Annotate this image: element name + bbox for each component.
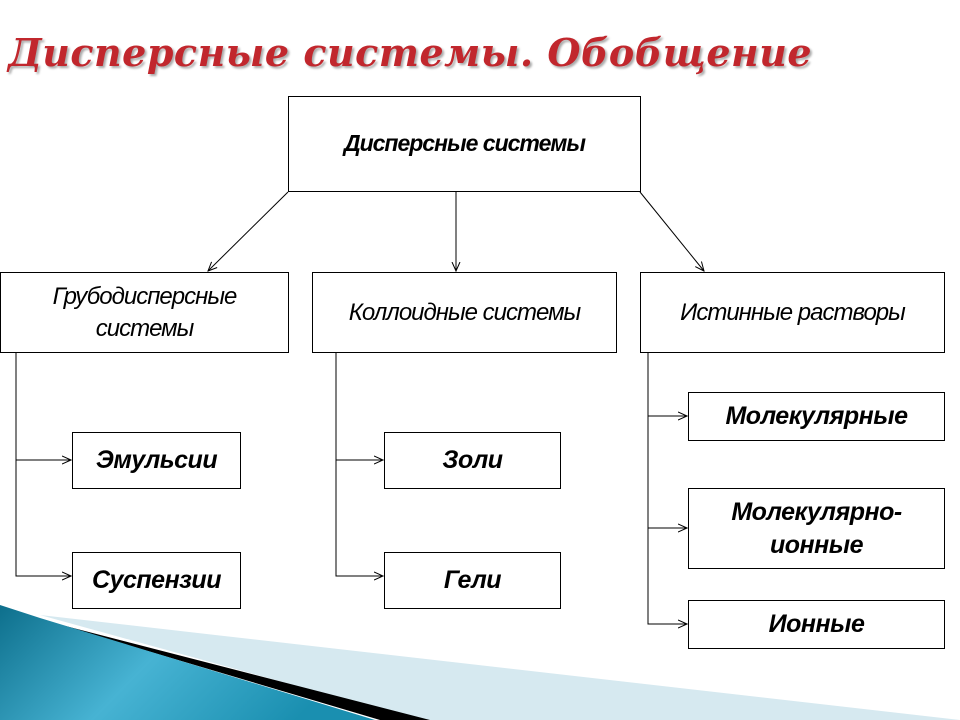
decor-light-band (40, 615, 960, 720)
leaf-emulsions: Эмульсии (72, 432, 241, 489)
category-colloid: Коллоидные системы (312, 272, 617, 353)
leaf-molecular-ionic: Молекулярно-ионные (688, 488, 945, 569)
decor-teal-wedge (0, 605, 375, 720)
leaf-gels: Гели (384, 552, 561, 609)
category-coarse: Грубодисперсные системы (0, 272, 289, 353)
leaf-ionic: Ионные (688, 600, 945, 649)
root-box: Дисперсные системы (288, 96, 641, 192)
slide-title: Дисперсные системы. Обобщение (8, 30, 813, 75)
leaf-suspensions: Суспензии (72, 552, 241, 609)
leaf-molecular: Молекулярные (688, 392, 945, 441)
leaf-sols: Золи (384, 432, 561, 489)
category-true-solutions: Истинные растворы (640, 272, 945, 353)
decor-black-stripe (50, 622, 430, 720)
